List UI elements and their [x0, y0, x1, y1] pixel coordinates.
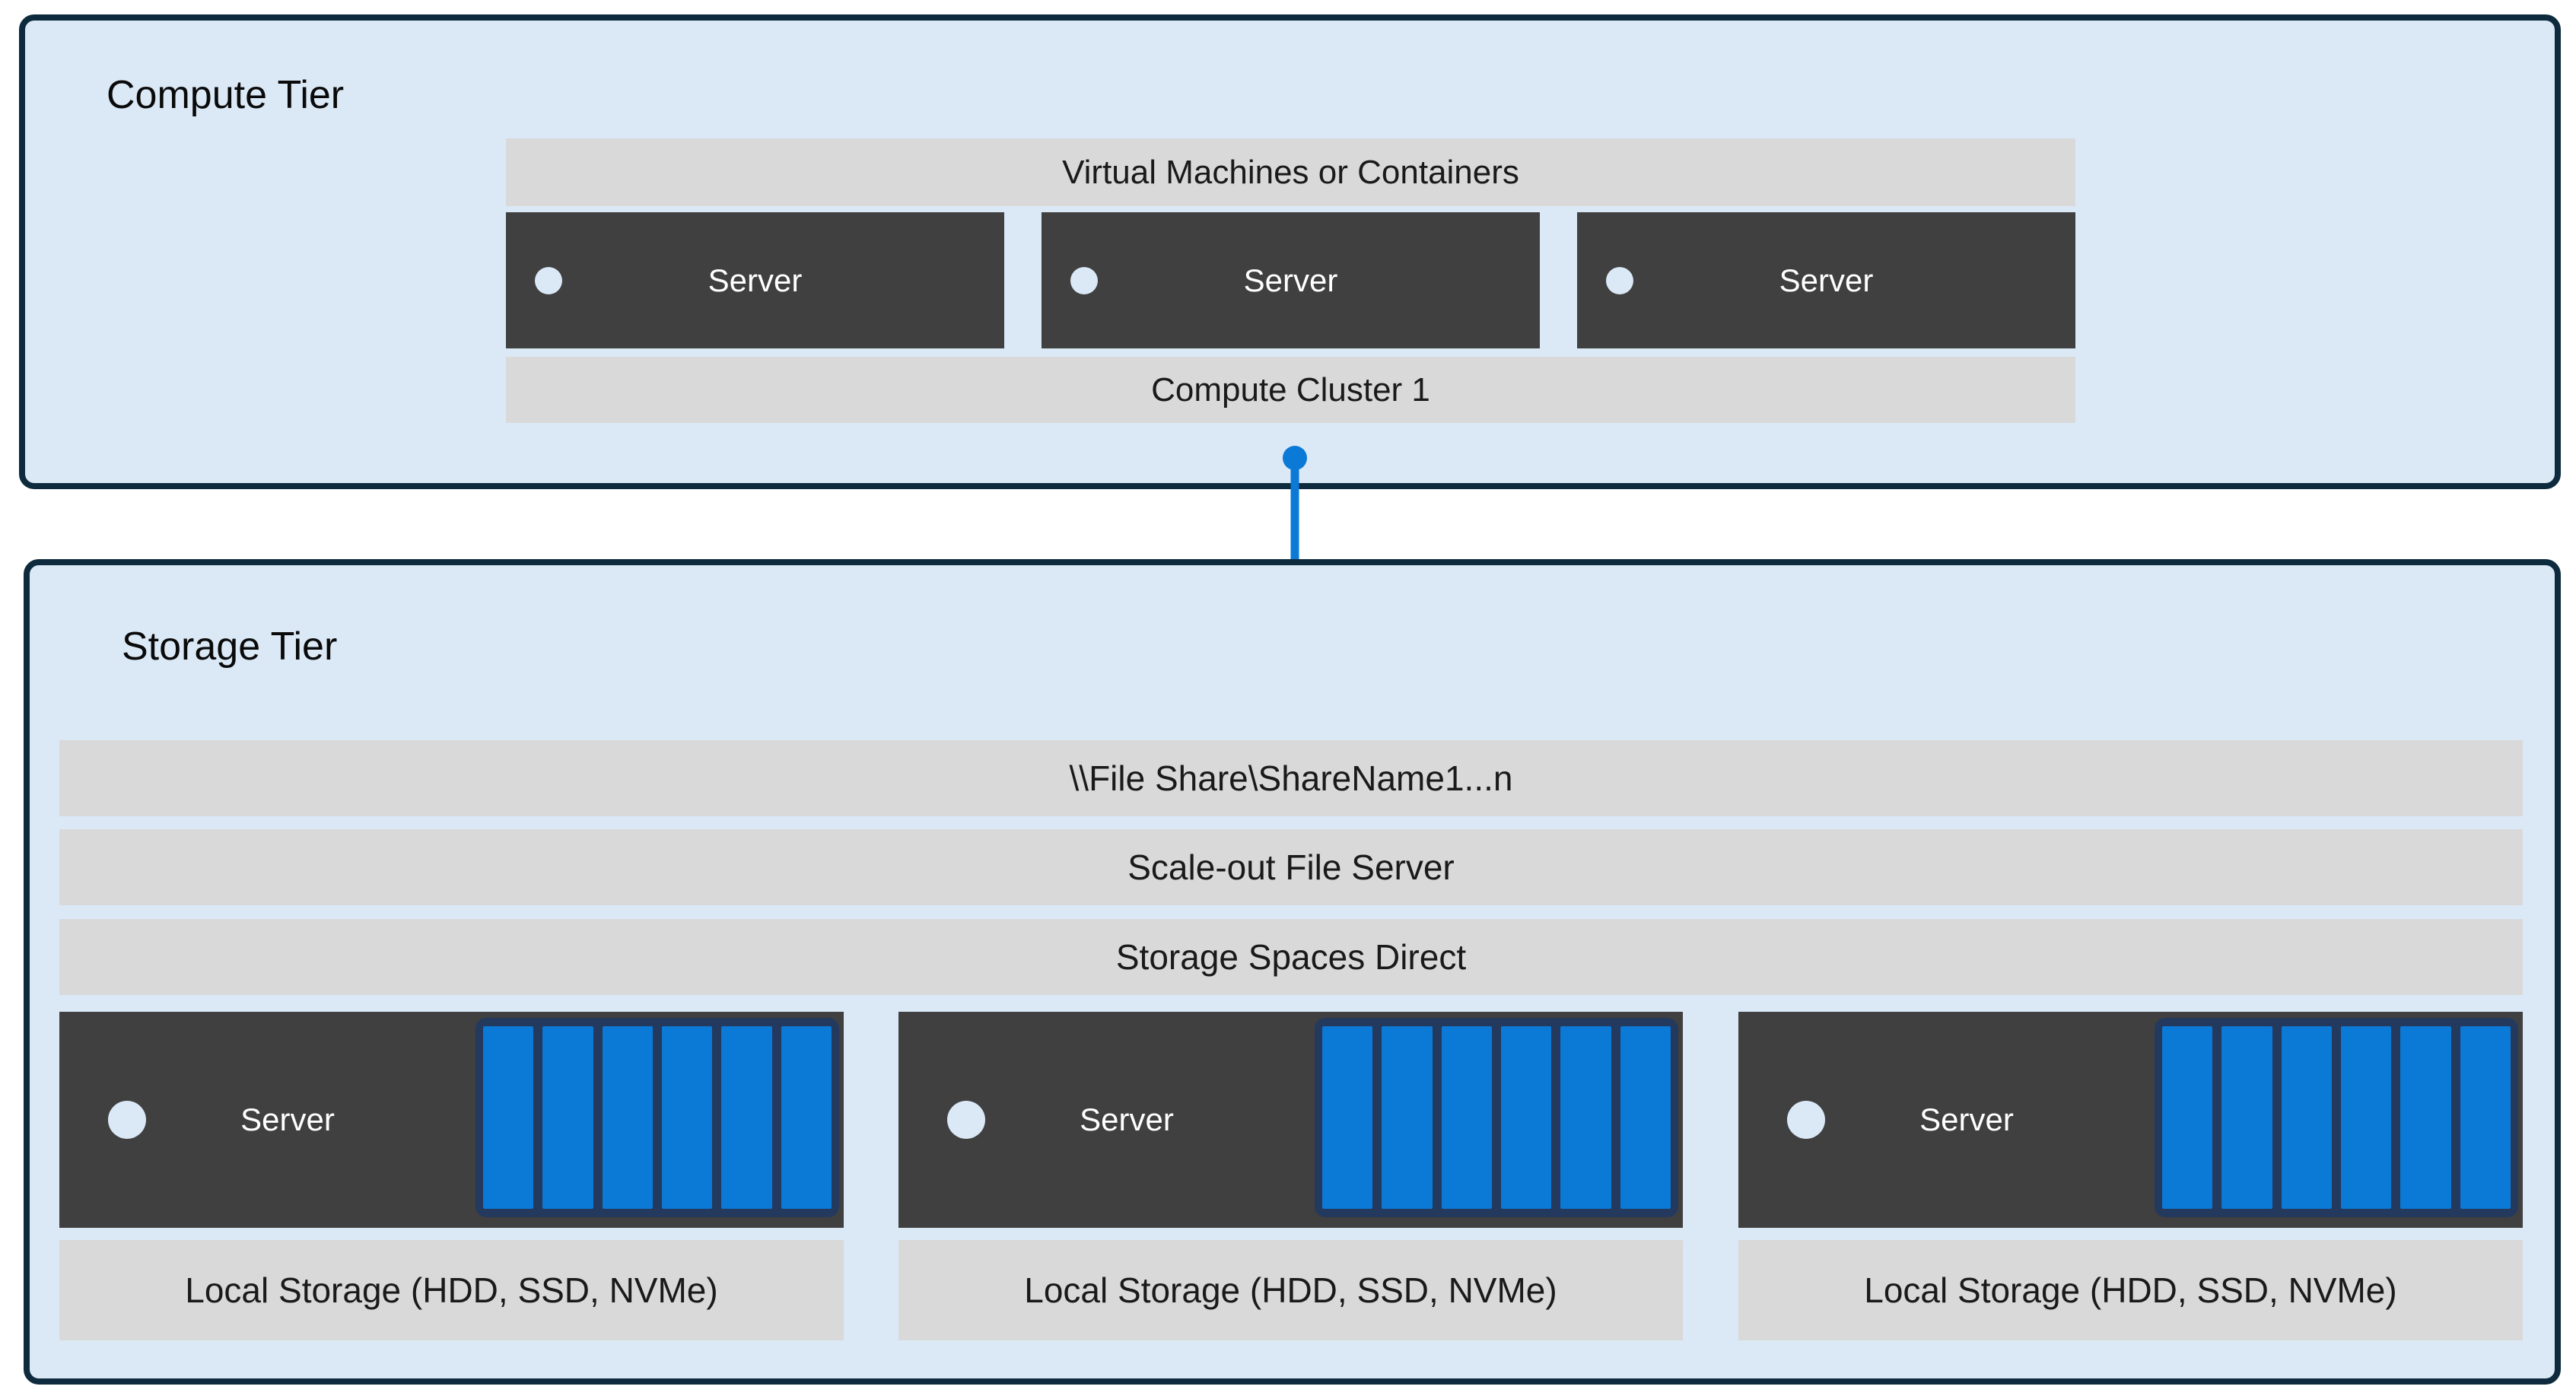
server-indicator-dot: [1606, 266, 1633, 294]
disk: [1322, 1026, 1373, 1209]
file-share-bar: \\File Share\ShareName1...n: [59, 740, 2523, 816]
compute-server-2: Server: [1042, 212, 1540, 348]
local-storage-bar-1: Local Storage (HDD, SSD, NVMe): [59, 1240, 844, 1340]
compute-cluster-bar: Compute Cluster 1: [506, 357, 2075, 423]
disk: [1560, 1026, 1611, 1209]
compute-tier-title: Compute Tier: [107, 73, 345, 117]
disk: [2281, 1026, 2332, 1209]
disk: [2460, 1026, 2511, 1209]
storage-tier-box: Storage Tier \\File Share\ShareName1...n…: [24, 559, 2561, 1385]
server-label: Server: [1243, 262, 1338, 298]
storage-server-2: Server: [898, 1012, 1683, 1228]
compute-server-3: Server: [1577, 212, 2075, 348]
disk: [1382, 1026, 1433, 1209]
disk-array: [2155, 1018, 2518, 1217]
disk: [781, 1026, 832, 1209]
server-indicator-dot: [535, 266, 562, 294]
disk: [2340, 1026, 2392, 1209]
disk: [602, 1026, 653, 1209]
server-indicator-dot: [947, 1101, 985, 1139]
disk: [1500, 1026, 1552, 1209]
scale-out-file-server-bar: Scale-out File Server: [59, 829, 2523, 905]
storage-spaces-direct-bar: Storage Spaces Direct: [59, 919, 2523, 995]
server-label: Server: [1919, 1102, 2014, 1137]
server-label: Server: [240, 1102, 335, 1137]
server-label: Server: [1779, 262, 1874, 298]
disk: [2162, 1026, 2213, 1209]
disk-array: [475, 1018, 839, 1217]
virtual-machines-bar: Virtual Machines or Containers: [506, 138, 2075, 206]
disk: [1620, 1026, 1671, 1209]
disk: [2400, 1026, 2451, 1209]
server-label: Server: [708, 262, 803, 298]
local-storage-bar-3: Local Storage (HDD, SSD, NVMe): [1738, 1240, 2523, 1340]
storage-tier-title: Storage Tier: [122, 625, 338, 669]
disk: [542, 1026, 593, 1209]
compute-server-1: Server: [506, 212, 1004, 348]
disk: [661, 1026, 713, 1209]
local-storage-bar-2: Local Storage (HDD, SSD, NVMe): [898, 1240, 1683, 1340]
disk: [1441, 1026, 1492, 1209]
disk-array: [1315, 1018, 1678, 1217]
compute-tier-box: Compute Tier Virtual Machines or Contain…: [19, 14, 2561, 489]
server-indicator-dot: [108, 1101, 146, 1139]
storage-server-3: Server: [1738, 1012, 2523, 1228]
disk: [721, 1026, 772, 1209]
server-indicator-dot: [1787, 1101, 1825, 1139]
disk: [483, 1026, 534, 1209]
storage-server-1: Server: [59, 1012, 844, 1228]
disk: [2221, 1026, 2272, 1209]
server-label: Server: [1080, 1102, 1174, 1137]
server-indicator-dot: [1070, 266, 1098, 294]
